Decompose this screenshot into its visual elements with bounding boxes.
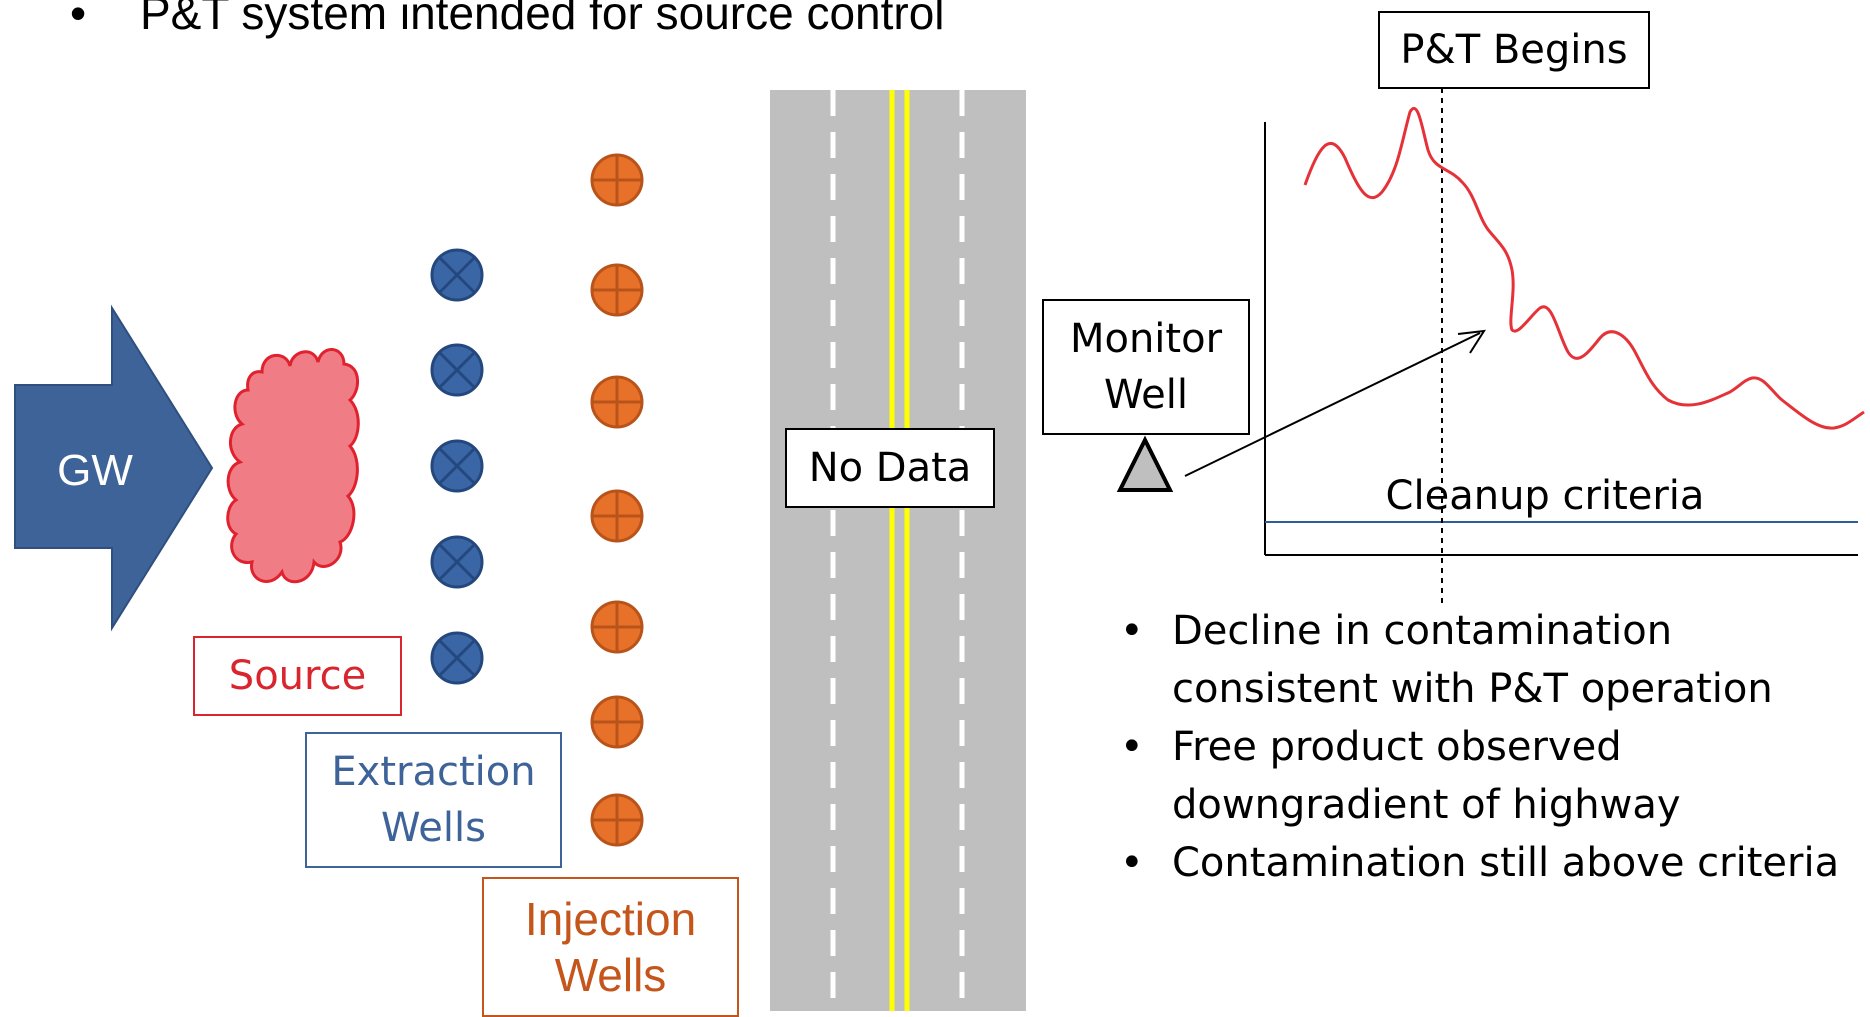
monitor-well-label-box: Monitor Well [1042, 299, 1250, 435]
injection-well-icon [590, 793, 644, 847]
concentration-trend-line [1303, 107, 1865, 430]
extraction-wells-label-box: Extraction Wells [305, 732, 562, 868]
no-data-label-box: No Data [785, 428, 995, 508]
extraction-label-line1: Extraction [331, 749, 536, 795]
gw-label: GW [30, 440, 160, 500]
extraction-label-line2: Wells [381, 805, 486, 851]
injection-well-icon [590, 263, 644, 317]
finding-3-line1: Contamination still above criteria [1172, 840, 1840, 886]
extraction-well-icon [430, 248, 484, 302]
finding-2-line2: downgradient of highway [1172, 782, 1681, 828]
gw-label-text: GW [57, 445, 133, 495]
finding-item: Contamination still above criteria [1120, 834, 1840, 892]
source-label-box: Source [193, 636, 402, 716]
injection-label-line1: Injection [524, 893, 697, 945]
extraction-well-icon [430, 343, 484, 397]
no-data-label-text: No Data [808, 445, 972, 491]
source-plume-icon [226, 348, 360, 584]
injection-well-icon [590, 375, 644, 429]
cleanup-criteria-text: Cleanup criteria [1385, 473, 1705, 519]
finding-1-line2: consistent with P&T operation [1172, 666, 1773, 712]
gw-arrow-icon [14, 304, 214, 632]
finding-2-line1: Free product observed [1172, 724, 1622, 770]
extraction-wells [430, 248, 484, 685]
injection-well-icon [590, 153, 644, 207]
finding-item: Decline in contamination consistent with… [1120, 602, 1840, 718]
concentration-chart [1264, 88, 1865, 605]
pt-begins-label-text: P&T Begins [1400, 27, 1628, 73]
injection-wells [590, 153, 644, 847]
highway [770, 90, 1026, 1011]
monitor-well-pointer-arrow [1184, 329, 1486, 477]
injection-label-line2: Wells [554, 949, 667, 1001]
injection-well-icon [590, 695, 644, 749]
injection-well-icon [590, 489, 644, 543]
source-label-text: Source [228, 653, 367, 699]
finding-item: Free product observed downgradient of hi… [1120, 718, 1840, 834]
monitor-label-line1: Monitor [1069, 316, 1223, 362]
monitor-label-line2: Well [1103, 372, 1189, 418]
injection-well-icon [590, 600, 644, 654]
top-bullet-text: P&T system intended for source control [140, 0, 945, 39]
pt-begins-label-box: P&T Begins [1378, 11, 1650, 89]
finding-1-line1: Decline in contamination [1172, 608, 1673, 654]
top-bullet: •P&T system intended for source control [70, 0, 945, 40]
extraction-well-icon [430, 535, 484, 589]
injection-wells-label-box: Injection Wells [482, 877, 739, 1017]
extraction-well-icon [430, 439, 484, 493]
findings-list: Decline in contamination consistent with… [1120, 602, 1840, 892]
extraction-well-icon [430, 631, 484, 685]
road-surface [770, 90, 1026, 1011]
monitor-well-triangle-icon [1116, 435, 1174, 492]
cleanup-criteria-label: Cleanup criteria [1385, 470, 1705, 522]
